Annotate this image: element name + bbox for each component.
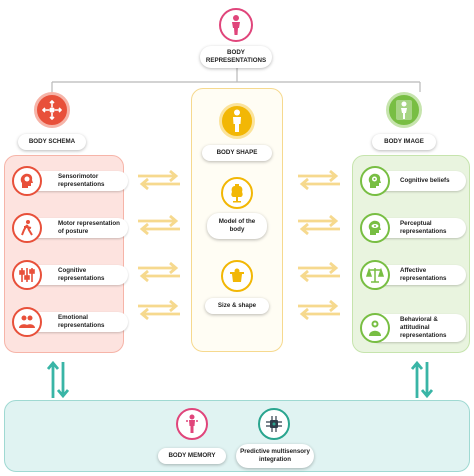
image-item-label: Affective representations xyxy=(400,267,447,282)
left-double-arrows xyxy=(138,170,180,320)
model-of-body-circle xyxy=(221,177,253,209)
scale-icon xyxy=(228,268,246,284)
predictive-integration-label: Predictive multisensory integration xyxy=(236,444,314,468)
balance-icon xyxy=(360,260,390,290)
image-item-label: Cognitive beliefs xyxy=(400,177,450,185)
body-representations-circle xyxy=(219,8,253,42)
left-vertical-arrows xyxy=(46,360,70,399)
predictive-integration-circle xyxy=(258,408,290,440)
image-item-label: Behavioral & attitudinal representations xyxy=(400,316,447,339)
sliders-icon xyxy=(12,260,42,290)
eye-head-icon xyxy=(360,213,390,243)
right-double-arrows xyxy=(298,170,340,320)
schema-item-sensorimotor: Sensorimotor representations xyxy=(28,171,128,191)
image-item-affective: Affective representations xyxy=(370,265,466,285)
schema-item-emotional: Emotional representations xyxy=(28,312,128,332)
brain-head-icon xyxy=(12,166,42,196)
body-image-circle xyxy=(386,92,422,128)
image-item-label: Perceptual representations xyxy=(400,220,447,235)
arrows-outward-icon xyxy=(42,100,62,120)
schema-item-label: Sensorimotor representations xyxy=(58,173,105,188)
body-schema-label: BODY SCHEMA xyxy=(18,134,86,150)
mirror-figure-icon xyxy=(394,99,414,121)
image-item-cognitive-beliefs: Cognitive beliefs xyxy=(370,171,466,191)
right-vertical-arrows xyxy=(410,360,434,399)
schema-item-label: Emotional representations xyxy=(58,314,105,329)
model-of-body-label: Model of the body xyxy=(207,213,267,239)
woman-figure-icon xyxy=(226,14,246,36)
people-icon xyxy=(12,307,42,337)
schema-item-posture: Motor representation of posture xyxy=(28,218,128,238)
body-schema-circle xyxy=(34,92,70,128)
schema-item-label: Motor representation of posture xyxy=(58,220,120,235)
body-memory-label: BODY MEMORY xyxy=(158,448,226,464)
head-gears-icon xyxy=(360,166,390,196)
walking-figure-icon xyxy=(12,213,42,243)
size-shape-label: Size & shape xyxy=(205,298,269,314)
body-shape-circle xyxy=(219,103,255,139)
body-representations-label: BODY REPRESENTATIONS xyxy=(200,46,272,68)
schema-item-cognitive: Cognitive representations xyxy=(28,265,128,285)
schema-item-label: Cognitive representations xyxy=(58,267,105,282)
figure-memory-icon xyxy=(184,414,200,434)
person-gear-icon xyxy=(360,313,390,343)
circuit-brain-icon xyxy=(265,415,283,433)
size-shape-circle xyxy=(221,260,253,292)
body-memory-circle xyxy=(176,408,208,440)
mannequin-icon xyxy=(229,183,245,203)
standing-figure-icon xyxy=(229,109,245,133)
body-image-label: BODY IMAGE xyxy=(372,134,436,150)
body-shape-label: BODY SHAPE xyxy=(202,145,272,161)
image-item-perceptual: Perceptual representations xyxy=(370,218,466,238)
